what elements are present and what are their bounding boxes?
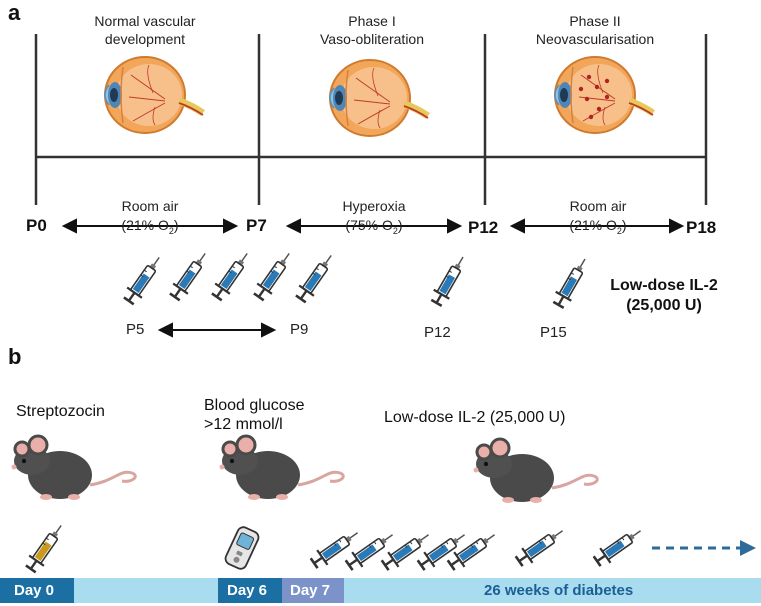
step-blood-glucose: Blood glucose >12 mmol/l xyxy=(204,396,305,434)
day0-segment: Day 0 xyxy=(0,578,74,603)
condition-name: Room air xyxy=(121,198,179,214)
syringe-icon xyxy=(414,526,472,574)
eye-normal-icon xyxy=(105,57,203,133)
mouse-icon xyxy=(218,434,345,502)
eye-neovascularisation-icon xyxy=(555,57,653,133)
condition-sub: 2 xyxy=(392,225,398,236)
duration-label: 26 weeks of diabetes xyxy=(484,582,634,599)
syringe-icon xyxy=(590,522,648,570)
syringe-icon xyxy=(512,522,570,570)
injection-label-p9: P9 xyxy=(290,321,309,338)
eye-vaso-obliteration-icon xyxy=(330,60,428,136)
phase-2-title: Phase II Neovascularisation xyxy=(515,12,675,48)
condition-oxygen: (21% O2) xyxy=(90,217,210,240)
condition-hyperoxia: Hyperoxia (75% O2) xyxy=(314,198,434,240)
syringe-streptozocin-icon xyxy=(22,518,70,576)
injection-label-p15: P15 xyxy=(540,324,567,341)
syringe-icon xyxy=(378,526,436,574)
panel-letter-b: b xyxy=(8,344,22,369)
phase-title-line: development xyxy=(104,31,186,47)
phase-1-title: Phase I Vaso-obliteration xyxy=(292,12,452,48)
arrow-room-air-1 xyxy=(61,218,239,234)
syringe-icon xyxy=(120,250,168,308)
condition-pct: (21% O xyxy=(121,217,169,233)
timepoint-p12: P12 xyxy=(468,218,499,237)
timeline-bar xyxy=(0,578,761,603)
phase-title-line: Normal vascular xyxy=(94,13,196,29)
day6-label: Day 6 xyxy=(227,582,268,599)
syringe-icon xyxy=(166,246,214,304)
arrow-p5-p9 xyxy=(157,322,277,338)
syringe-icon xyxy=(208,246,256,304)
syringe-icon xyxy=(307,524,365,572)
condition-sub: 2 xyxy=(616,225,622,236)
syringe-icon xyxy=(342,526,400,574)
day7-segment: Day 7 xyxy=(282,578,344,603)
condition-name: Hyperoxia xyxy=(342,198,406,214)
condition-name: Room air xyxy=(569,198,627,214)
day6-segment: Day 6 xyxy=(218,578,282,603)
timepoint-p0: P0 xyxy=(26,216,47,235)
timepoint-p18: P18 xyxy=(686,218,717,237)
arrow-hyperoxia xyxy=(285,218,463,234)
condition-close: ) xyxy=(621,217,627,233)
condition-pct: (21% O xyxy=(569,217,617,233)
injection-label-p12: P12 xyxy=(424,324,451,341)
phase-title-line: Vaso-obliteration xyxy=(319,31,425,47)
mouse-icon xyxy=(10,434,137,502)
phase-title-line: Phase II xyxy=(569,13,621,29)
condition-close: ) xyxy=(397,217,403,233)
condition-room-air-2: Room air (21% O2) xyxy=(538,198,658,240)
condition-room-air-1: Room air (21% O2) xyxy=(90,198,210,240)
syringe-icon xyxy=(427,251,473,309)
day0-label: Day 0 xyxy=(14,582,55,599)
il2-dose-label: Low-dose IL-2 (25,000 U) xyxy=(594,276,734,316)
condition-oxygen: (75% O2) xyxy=(314,217,434,240)
phase-title-line: Phase I xyxy=(348,13,396,29)
day7-label: Day 7 xyxy=(290,582,331,599)
arrow-room-air-2 xyxy=(509,218,685,234)
glucose-line: >12 mmol/l xyxy=(204,416,283,433)
panel-letter-a: a xyxy=(8,0,21,25)
step-streptozocin: Streptozocin xyxy=(16,403,105,420)
syringe-icon xyxy=(549,253,595,311)
phase-normal-title: Normal vascular development xyxy=(70,12,220,48)
syringe-icon xyxy=(292,248,340,306)
condition-close: ) xyxy=(173,217,179,233)
il2-line: Low-dose IL-2 xyxy=(610,277,718,294)
continuation-arrow xyxy=(652,540,756,556)
injection-label-p5: P5 xyxy=(126,321,145,338)
phase-title-line: Neovascularisation xyxy=(535,31,655,47)
syringe-icon xyxy=(444,526,502,574)
step-il2: Low-dose IL-2 (25,000 U) xyxy=(384,409,566,426)
il2-line: (25,000 U) xyxy=(626,297,702,314)
glucose-line: Blood glucose xyxy=(204,397,305,414)
condition-oxygen: (21% O2) xyxy=(538,217,658,240)
timepoint-p7: P7 xyxy=(246,216,267,235)
mouse-icon xyxy=(472,437,599,505)
glucometer-icon xyxy=(224,526,260,570)
condition-pct: (75% O xyxy=(345,217,393,233)
syringe-icon xyxy=(250,246,298,304)
condition-sub: 2 xyxy=(168,225,174,236)
